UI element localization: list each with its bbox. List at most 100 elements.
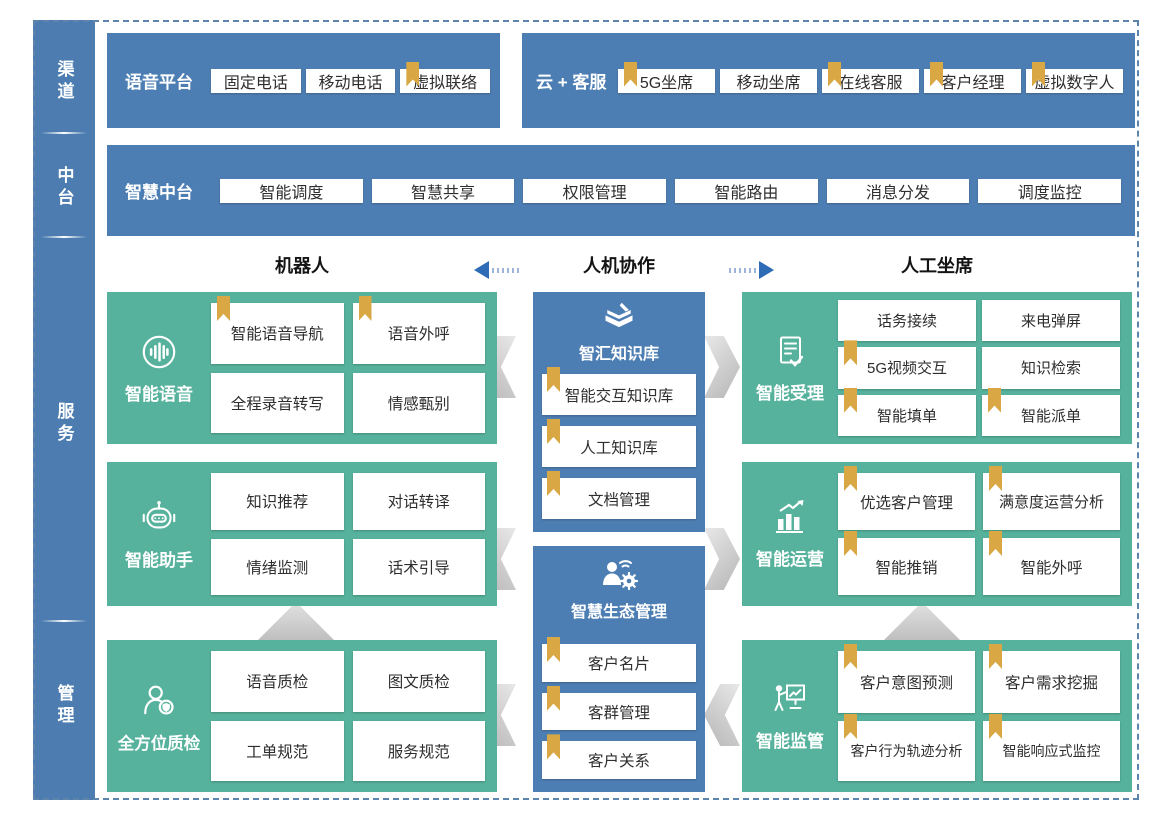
card-label: 5G坐席: [639, 74, 694, 92]
feature-card: 图文质检: [352, 651, 485, 712]
block-smart-voice: 智能语音 智能语音导航 语音外呼 全程录音转写 情感甄别: [107, 292, 497, 444]
platform-card: 智慧共享: [371, 178, 515, 203]
card-label: 智能推销: [875, 559, 938, 577]
feature-card: 满意度运营分析: [983, 466, 1120, 530]
bookmark-icon: [624, 61, 637, 87]
bookmark-icon: [930, 61, 943, 87]
card-label: 工单规范: [246, 743, 309, 761]
card-label: 5G视频交互: [866, 360, 947, 378]
card-label: 客群管理: [587, 704, 650, 722]
channel-card: 移动坐席: [720, 68, 817, 93]
card-label: 客户需求挖掘: [1004, 675, 1098, 692]
feature-card: 服务规范: [352, 720, 485, 781]
channel-card: 固定电话: [211, 68, 301, 93]
feature-card: 话术引导: [352, 538, 485, 595]
bookmark-icon: [547, 637, 560, 662]
card-label: 话术引导: [387, 559, 450, 577]
feature-card: 客户需求挖掘: [983, 644, 1120, 713]
arrow-dash-tail: [729, 267, 756, 273]
person-badge-icon: [144, 685, 174, 715]
bookmark-icon: [547, 419, 560, 444]
bookmark-icon: [547, 685, 560, 711]
knowledge-card: 人工知识库: [542, 419, 696, 467]
panel-smart-middle-platform: 智慧中台 智能调度 智慧共享 权限管理 智能路由 消息分发 调度监控: [107, 145, 1135, 236]
layer-sidebar: 渠道 中台 服务 管理: [33, 20, 95, 800]
bookmark-icon: [547, 471, 560, 496]
collab-header-human-machine: 人机协作: [583, 256, 655, 276]
card-label: 智能填单: [876, 407, 937, 425]
card-label: 固定电话: [223, 74, 288, 92]
block-title: 智能运营: [756, 550, 824, 569]
feature-card: 来电弹屏: [982, 300, 1120, 342]
card-label: 智慧共享: [411, 184, 476, 202]
platform-card: 消息分发: [826, 178, 970, 203]
sidebar-divider: [41, 620, 87, 622]
card-label: 来电弹屏: [1020, 313, 1081, 331]
channel-card: 移动电话: [305, 68, 396, 93]
presenter-board-icon: [774, 684, 805, 711]
card-label: 智能响应式监控: [1002, 743, 1101, 759]
knowledge-card: 智能交互知识库: [542, 367, 696, 415]
block-smart-operation: 智能运营 优选客户管理 满意度运营分析 智能推销 智能外呼: [742, 462, 1132, 606]
bookmark-icon: [844, 714, 857, 739]
chart-up-icon: [776, 500, 804, 533]
chevron-up-icon: [884, 602, 960, 640]
platform-card: 权限管理: [523, 178, 667, 203]
card-label: 话务接续: [876, 313, 937, 331]
bookmark-icon: [989, 644, 1002, 669]
feature-card: 智能响应式监控: [983, 714, 1120, 781]
feature-card: 知识推荐: [211, 473, 344, 530]
arrow-left-icon: [474, 261, 522, 279]
bookmark-icon: [844, 644, 857, 669]
platform-card: 调度监控: [978, 178, 1122, 203]
card-label: 情绪监测: [246, 559, 309, 577]
feature-card: 智能语音导航: [211, 296, 344, 364]
panel-label: 云 + 客服: [536, 73, 607, 92]
block-title: 智汇知识库: [578, 346, 659, 363]
card-label: 调度监控: [1017, 184, 1082, 202]
bookmark-icon: [989, 714, 1002, 739]
knowledge-card: 客户名片: [542, 637, 696, 682]
bookmark-icon: [844, 531, 857, 556]
card-label: 移动电话: [318, 74, 383, 92]
document-check-icon: [780, 336, 804, 367]
bookmark-icon: [547, 734, 560, 760]
bookmark-icon: [989, 531, 1002, 556]
collab-header-human-agent: 人工坐席: [901, 256, 973, 276]
card-label: 智能语音导航: [230, 326, 324, 344]
feature-card: 5G视频交互: [838, 340, 976, 389]
feature-card: 对话转译: [352, 473, 485, 530]
card-label: 智能外呼: [1020, 559, 1083, 577]
bookmark-icon: [844, 387, 857, 413]
feature-card: 智能推销: [838, 531, 975, 595]
chevron-right-icon: [704, 336, 740, 398]
robot-icon: [142, 500, 176, 529]
card-label: 在线客服: [838, 74, 903, 92]
knowledge-card: 客户关系: [542, 734, 696, 780]
block-title: 全方位质检: [117, 734, 201, 753]
platform-card: 智能调度: [220, 178, 363, 203]
feature-card: 知识检索: [982, 347, 1120, 389]
card-label: 智能调度: [259, 184, 324, 202]
knowledge-card: 客群管理: [542, 685, 696, 731]
card-label: 人工知识库: [580, 439, 658, 457]
block-smart-supervision: 智能监管 客户意图预测 客户需求挖掘 客户行为轨迹分析 智能响应式监控: [742, 640, 1132, 792]
panel-cloud-service: 云 + 客服 5G坐席 移动坐席 在线客服 客户经理 虚拟数字人: [522, 33, 1135, 128]
feature-card: 语音外呼: [352, 296, 485, 364]
sidebar-item-management: 管理: [54, 684, 74, 728]
card-label: 移动坐席: [736, 74, 801, 92]
feature-card: 话务接续: [838, 300, 976, 342]
bookmark-icon: [988, 387, 1001, 413]
arrow-dash-tail: [492, 267, 519, 273]
card-label: 服务规范: [387, 743, 450, 761]
channel-card: 虚拟数字人: [1026, 61, 1123, 93]
card-label: 图文质检: [387, 674, 450, 692]
sidebar-item-service: 服务: [54, 402, 74, 446]
feature-card: 客户行为轨迹分析: [838, 714, 975, 781]
block-title: 智能助手: [125, 551, 193, 570]
card-label: 文档管理: [587, 491, 650, 509]
feature-card: 情感甄别: [352, 372, 485, 433]
block-smart-acceptance: 智能受理 话务接续 来电弹屏 5G视频交互 知识检索 智能填单 智能派单: [742, 292, 1132, 444]
voice-icon: [142, 335, 176, 369]
